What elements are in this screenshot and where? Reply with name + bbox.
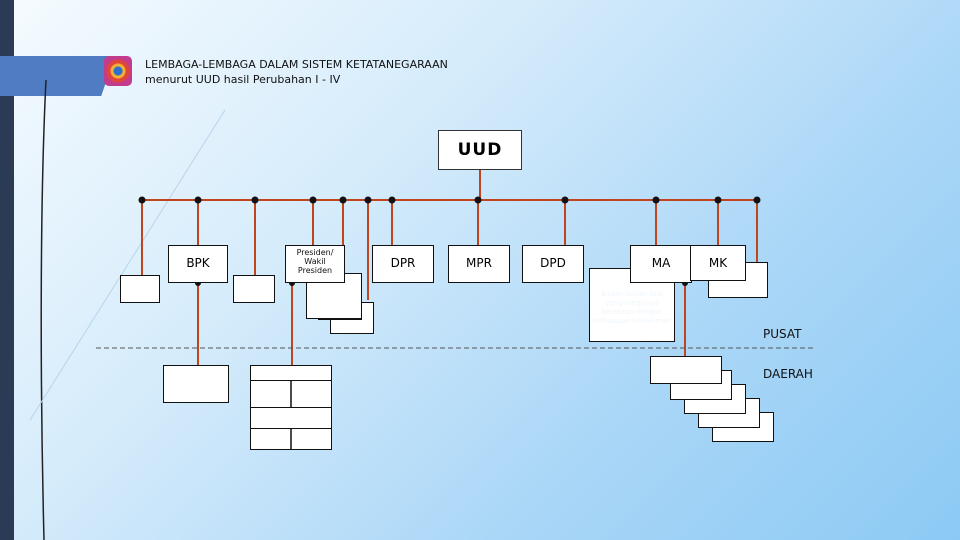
title-line-2: menurut UUD hasil Perubahan I - IV: [145, 73, 341, 86]
dpr-box: [372, 245, 434, 283]
court-box-1: [650, 356, 722, 384]
daerah-label: DAERAH: [763, 367, 813, 381]
bpk-label: BPK: [186, 256, 210, 270]
title-tab: [0, 56, 115, 96]
dpr-label: DPR: [390, 256, 416, 270]
mk-box: [690, 245, 746, 281]
ma-note-text: Badan-badan lain yang fungsinya berkaita…: [593, 290, 671, 325]
left-small-box: [120, 275, 160, 303]
slide-title: LEMBAGA-LEMBAGA DALAM SISTEM KETATANEGAR…: [145, 57, 448, 87]
presiden-label: Presiden/ Wakil Presiden: [296, 248, 334, 275]
bpk-box: [168, 245, 228, 283]
left-accent-bar: [0, 0, 14, 540]
uud-box: UUD: [438, 130, 522, 170]
presiden-box: [285, 245, 345, 283]
dpd-box: [522, 245, 584, 283]
title-line-1: LEMBAGA-LEMBAGA DALAM SISTEM KETATANEGAR…: [145, 58, 448, 71]
mpr-box: [448, 245, 510, 283]
mid-small-box: [233, 275, 275, 303]
bpk-daerah-box: [163, 365, 229, 403]
dpd-label: DPD: [540, 256, 566, 270]
mpr-label: MPR: [466, 256, 492, 270]
pusat-label: PUSAT: [763, 327, 802, 341]
ma-label: MA: [651, 256, 671, 270]
mk-label: MK: [708, 256, 728, 270]
logo-icon: [104, 56, 132, 86]
